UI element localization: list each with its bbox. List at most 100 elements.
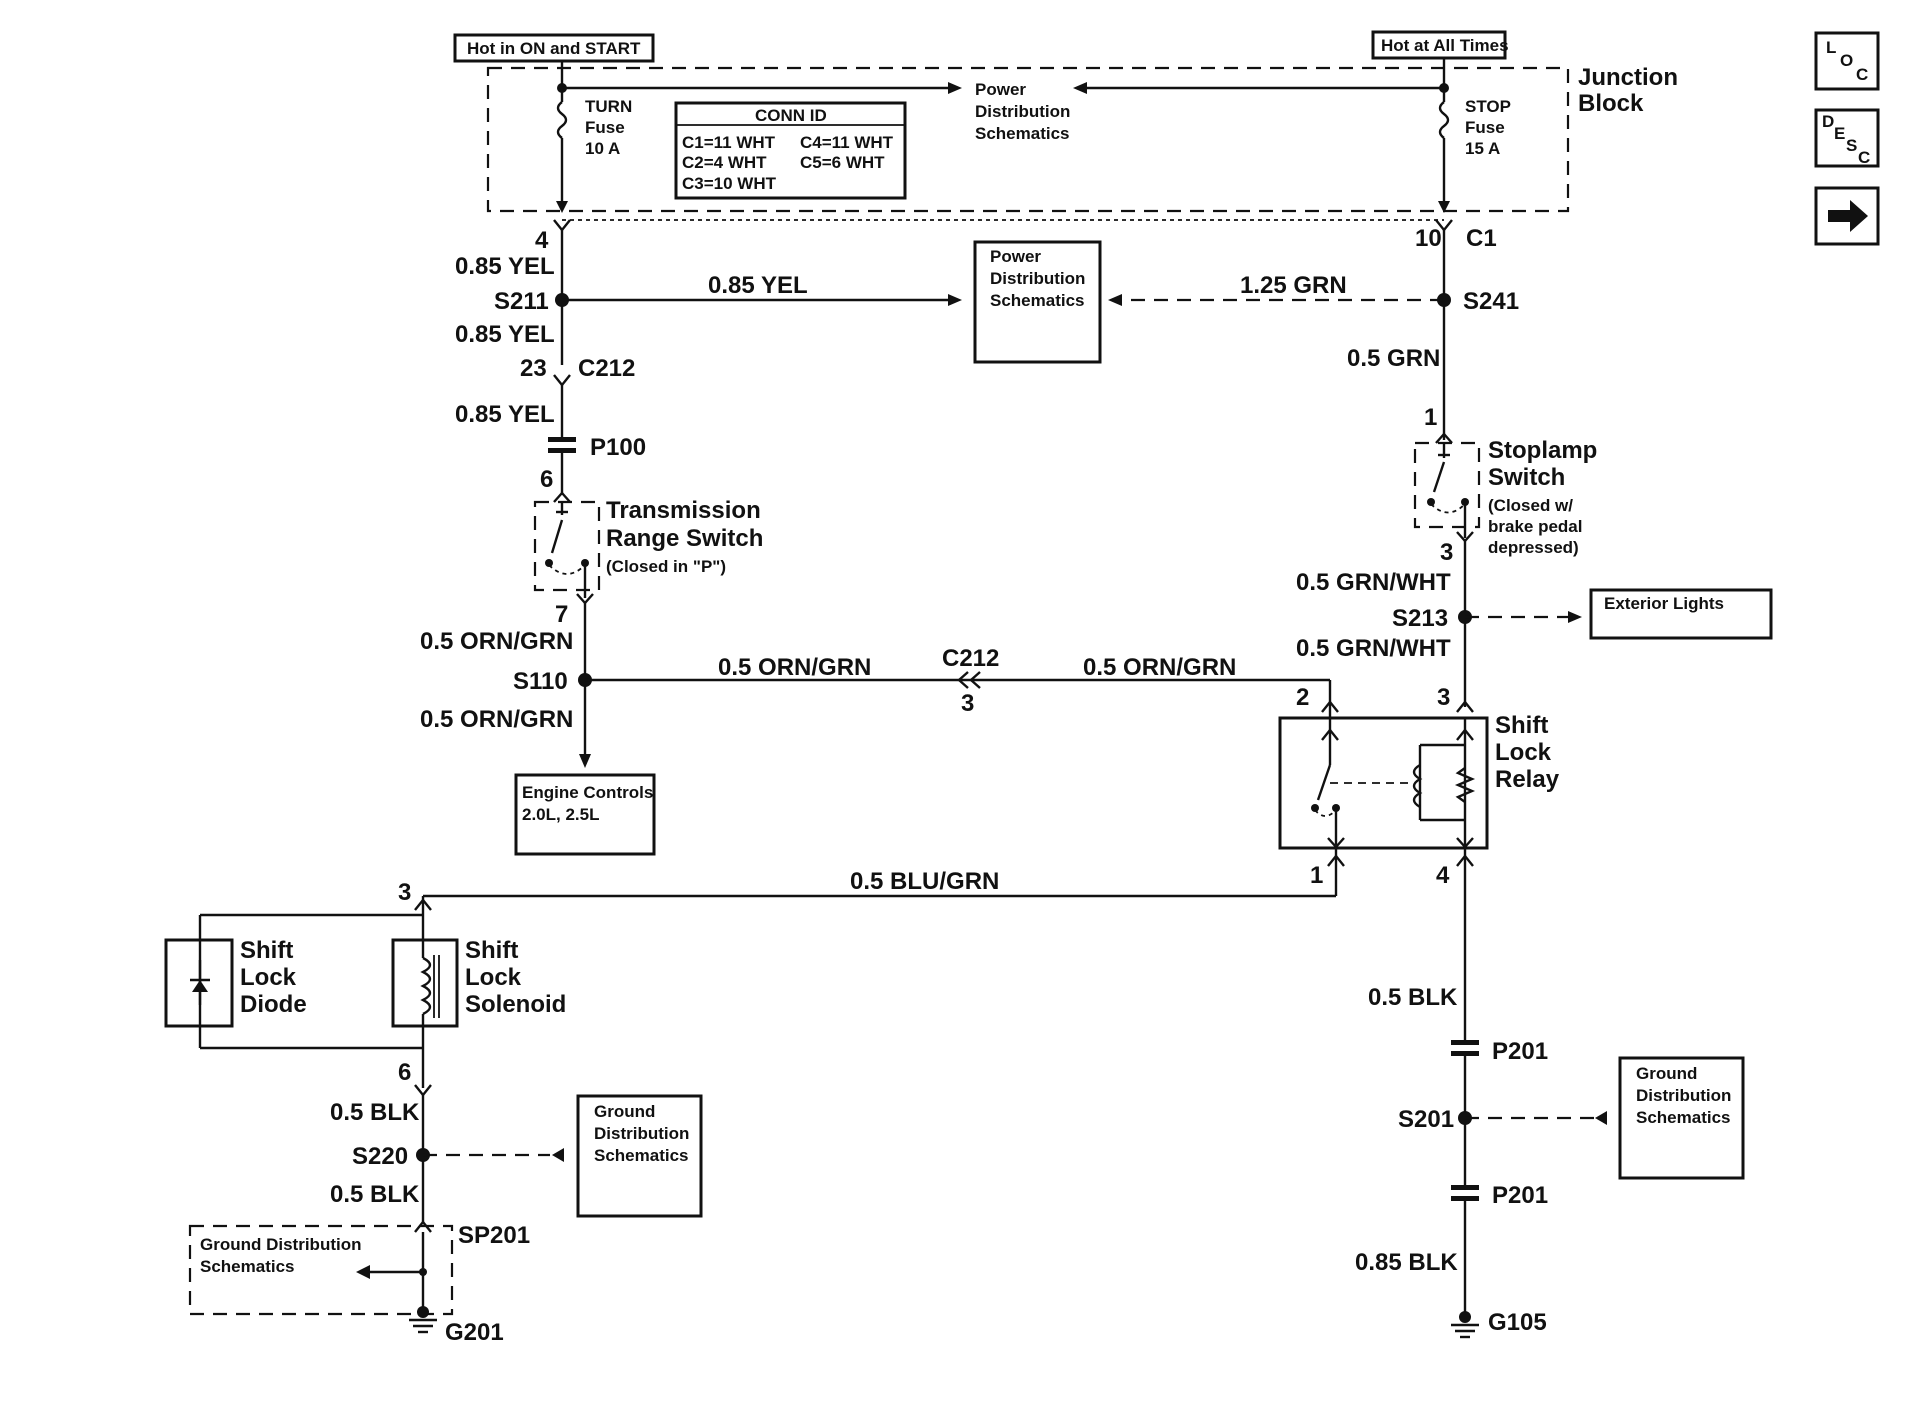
c212-inline-label: C212 — [942, 645, 999, 672]
next-button[interactable] — [1814, 186, 1880, 246]
pin-23: 23 — [520, 355, 547, 382]
wire-05-grn: 0.5 GRN — [1347, 345, 1440, 372]
svg-text:Lock: Lock — [465, 964, 522, 991]
s220-label: S220 — [352, 1143, 408, 1170]
svg-text:C2=4 WHT: C2=4 WHT — [682, 153, 767, 172]
wire-orn-grn: 0.5 ORN/GRN — [420, 628, 573, 655]
relay-pin-3: 3 — [1437, 684, 1450, 711]
svg-text:C5=6 WHT: C5=6 WHT — [800, 153, 885, 172]
trs-pin-6: 6 — [540, 466, 553, 493]
wire-orn-grn-horizontal: 0.5 ORN/GRN — [718, 654, 871, 681]
svg-text:L: L — [1826, 38, 1836, 57]
shift-lock-relay — [1278, 716, 1489, 850]
relay-pin-1: 1 — [1310, 862, 1323, 889]
wire-085-yel-horizontal: 0.85 YEL — [708, 272, 808, 299]
wire-orn-grn-2: 0.5 ORN/GRN — [420, 706, 573, 733]
svg-text:Hot in ON and START: Hot in ON and START — [467, 39, 641, 58]
svg-text:O: O — [1840, 51, 1853, 70]
conn-id-table: CONN ID C1=11 WHT C4=11 WHT C2=4 WHT C5=… — [674, 101, 907, 200]
svg-text:Range Switch: Range Switch — [606, 525, 763, 552]
power-distribution-box: Power Distribution Schematics — [973, 240, 1102, 364]
svg-text:Schematics: Schematics — [975, 124, 1070, 143]
svg-text:10 A: 10 A — [585, 139, 620, 158]
ground-g201-icon — [409, 1306, 437, 1334]
pin-4: 4 — [535, 227, 549, 254]
svg-text:depressed): depressed) — [1488, 538, 1579, 557]
junction-block-outline — [486, 66, 1570, 213]
svg-text:Ground: Ground — [594, 1102, 655, 1121]
wire-grn-wht: 0.5 GRN/WHT — [1296, 569, 1451, 596]
svg-text:Ground Distribution: Ground Distribution — [200, 1235, 361, 1254]
svg-text:Schematics: Schematics — [594, 1146, 689, 1165]
c212-label: C212 — [578, 355, 635, 382]
svg-text:Distribution: Distribution — [975, 102, 1070, 121]
svg-text:Distribution: Distribution — [1636, 1086, 1731, 1105]
relay-pin-2: 2 — [1296, 684, 1309, 711]
svg-text:C1=11 WHT: C1=11 WHT — [682, 133, 776, 152]
trs-label: Transmission — [606, 497, 761, 524]
wire-grn-wht-2: 0.5 GRN/WHT — [1296, 635, 1451, 662]
ground-distribution-dashed-box: Ground Distribution Schematics — [188, 1224, 454, 1316]
svg-text:D: D — [1822, 112, 1834, 131]
wire-085-yel-3: 0.85 YEL — [455, 401, 555, 428]
svg-text:Engine Controls: Engine Controls — [522, 783, 653, 802]
stop-pin-1: 1 — [1424, 404, 1437, 431]
solenoid-pin-3: 3 — [398, 879, 411, 906]
p100-label: P100 — [590, 434, 646, 461]
svg-text:Diode: Diode — [240, 991, 307, 1018]
inline-connector-p201-a — [1451, 1040, 1479, 1056]
svg-text:Exterior Lights: Exterior Lights — [1604, 594, 1724, 613]
header-hot-in-on-start: Hot in ON and START — [453, 33, 655, 63]
svg-text:Distribution: Distribution — [990, 269, 1085, 288]
relay-pin-4: 4 — [1436, 862, 1450, 889]
svg-text:Solenoid: Solenoid — [465, 991, 566, 1018]
g105-label: G105 — [1488, 1309, 1547, 1336]
inline-connector-p100 — [548, 437, 576, 453]
turn-fuse: TURN Fuse 10 A — [556, 88, 632, 213]
right-arrow-icon — [1828, 200, 1868, 232]
c1-label: C1 — [1466, 225, 1497, 252]
shift-lock-diode — [164, 913, 423, 1050]
svg-text:C3=10 WHT: C3=10 WHT — [682, 174, 777, 193]
s211-label: S211 — [494, 288, 549, 315]
s110-label: S110 — [513, 668, 568, 695]
svg-text:2.0L, 2.5L: 2.0L, 2.5L — [522, 805, 599, 824]
stoplamp-switch — [1413, 432, 1481, 543]
trs-pin-7: 7 — [555, 601, 568, 628]
s201-label: S201 — [1398, 1106, 1454, 1133]
svg-text:Lock: Lock — [240, 964, 297, 991]
wire-085-yel-2: 0.85 YEL — [455, 321, 555, 348]
svg-text:Fuse: Fuse — [585, 118, 625, 137]
svg-text:Distribution: Distribution — [594, 1124, 689, 1143]
wire-085-blk: 0.85 BLK — [1355, 1249, 1458, 1276]
svg-text:Switch: Switch — [1488, 464, 1565, 491]
sp201-label: SP201 — [458, 1222, 530, 1249]
stop-pin-3: 3 — [1440, 539, 1453, 566]
svg-text:E: E — [1834, 124, 1845, 143]
p201-label-a: P201 — [1492, 1038, 1548, 1065]
wire-05-blk-left-2: 0.5 BLK — [330, 1181, 420, 1208]
stop-fuse: STOP Fuse 15 A — [1438, 88, 1511, 213]
g201-label: G201 — [445, 1319, 504, 1346]
wire-085-yel: 0.85 YEL — [455, 253, 555, 280]
c212-inline-pin: 3 — [961, 690, 974, 717]
svg-text:Hot at All Times: Hot at All Times — [1381, 36, 1509, 55]
svg-text:Schematics: Schematics — [200, 1257, 295, 1276]
svg-text:Power: Power — [990, 247, 1041, 266]
svg-text:(Closed in "P"): (Closed in "P") — [606, 557, 726, 576]
desc-button[interactable]: D E S C — [1814, 108, 1880, 168]
relay-label: Shift — [1495, 712, 1548, 739]
loc-button[interactable]: L O C — [1814, 31, 1880, 91]
svg-text:C4=11 WHT: C4=11 WHT — [800, 133, 894, 152]
inline-connector-p201-b — [1451, 1185, 1479, 1201]
ground-g105-icon — [1451, 1311, 1479, 1339]
solenoid-pin-6: 6 — [398, 1059, 411, 1086]
junction-block-label-2: Block — [1578, 90, 1644, 117]
svg-text:Lock: Lock — [1495, 739, 1552, 766]
wire-05-blk-left: 0.5 BLK — [330, 1099, 420, 1126]
ground-distribution-box-right: Ground Distribution Schematics — [1618, 1056, 1745, 1180]
junction-block-label: Junction — [1578, 64, 1678, 91]
engine-controls-box: Engine Controls 2.0L, 2.5L — [514, 773, 656, 856]
transmission-range-switch — [533, 491, 601, 605]
